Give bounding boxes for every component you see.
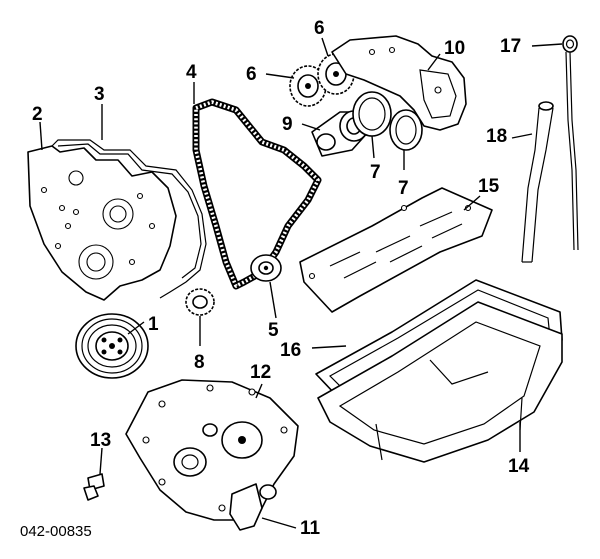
oil-pickup-tube [229, 483, 263, 531]
bolt [83, 473, 105, 501]
callout-15: 15 [478, 176, 500, 197]
callout-18: 18 [486, 126, 507, 147]
oil-dipstick [562, 35, 579, 251]
callout-10: 10 [444, 38, 465, 59]
callout-14: 14 [508, 456, 530, 477]
callout-6a: 6 [246, 64, 257, 85]
oil-pan [317, 301, 563, 463]
oil-baffle-plate [299, 187, 493, 313]
callout-7a: 7 [370, 162, 381, 183]
timing-belt [192, 98, 322, 290]
callout-6b: 6 [314, 18, 325, 39]
reference-code: 042-00835 [20, 523, 92, 540]
leader-lines [39, 37, 563, 529]
callouts: 1 2 3 4 5 6 6 7 7 8 9 10 11 12 13 14 15 … [20, 18, 530, 540]
callout-4: 4 [186, 62, 197, 83]
callout-7b: 7 [398, 178, 409, 199]
callout-8: 8 [194, 352, 205, 373]
oil-pump-housing [125, 379, 299, 521]
callout-3: 3 [94, 84, 105, 105]
callout-1: 1 [148, 314, 159, 335]
callout-16: 16 [280, 340, 301, 361]
callout-13: 13 [90, 430, 111, 451]
callout-2: 2 [32, 104, 43, 125]
dipstick-tube [521, 101, 554, 263]
camshaft-seal-right [389, 109, 423, 151]
tensioner-pulley [250, 254, 282, 282]
crankshaft-pulley [75, 313, 149, 379]
callout-5: 5 [268, 320, 279, 341]
callout-12: 12 [250, 362, 271, 383]
camshaft-seal-left [352, 91, 392, 137]
callout-9: 9 [282, 114, 293, 135]
cover-gasket [51, 139, 207, 299]
callout-17: 17 [500, 36, 521, 57]
upper-timing-cover [331, 35, 467, 131]
timing-cover-plate [27, 145, 177, 301]
callout-11: 11 [300, 518, 321, 539]
crank-sprocket [185, 288, 215, 316]
